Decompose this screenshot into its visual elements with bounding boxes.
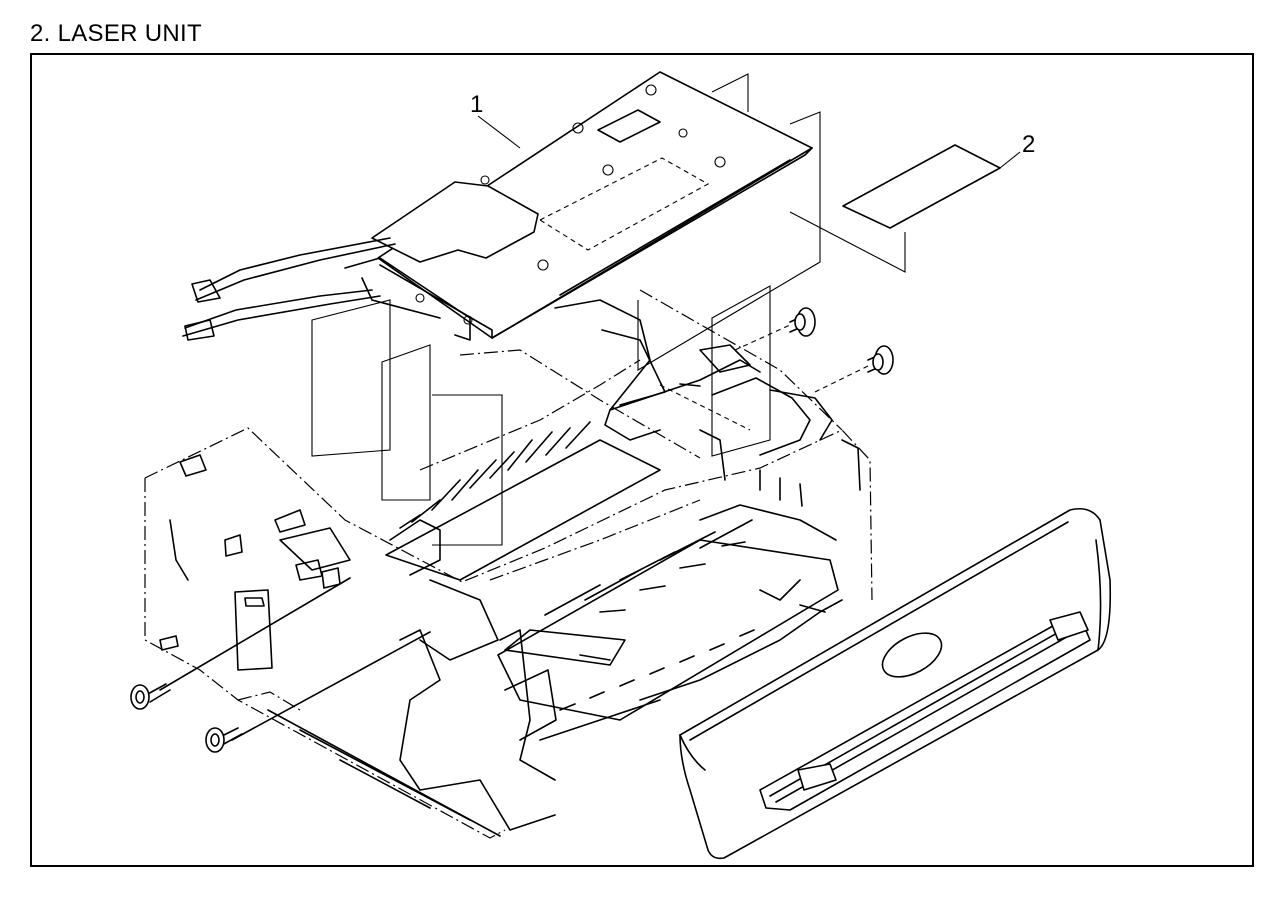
- label-part-2: 2: [842, 131, 1035, 229]
- diagram-title: 2. LASER UNIT: [30, 20, 202, 47]
- screw-upper-right-2: [867, 345, 894, 375]
- screws: [130, 307, 894, 753]
- screw-lower-left-2: [205, 727, 243, 753]
- screw-lower-left-1: [130, 683, 171, 710]
- front-cover: [679, 507, 1112, 860]
- screw-upper-right-1: [789, 307, 816, 337]
- callout-2: 2: [1022, 131, 1035, 158]
- right-rear-bracket: [554, 299, 861, 507]
- logo-oval: [881, 632, 943, 678]
- main-frame-outline: [144, 289, 873, 839]
- projection-guides: [311, 73, 906, 546]
- center-paper-tray: [385, 421, 843, 831]
- laser-unit-part-1: 1: [182, 71, 813, 341]
- diagram-frame: [30, 53, 1254, 867]
- left-side-frame: [159, 454, 501, 837]
- callout-1: 1: [470, 91, 483, 118]
